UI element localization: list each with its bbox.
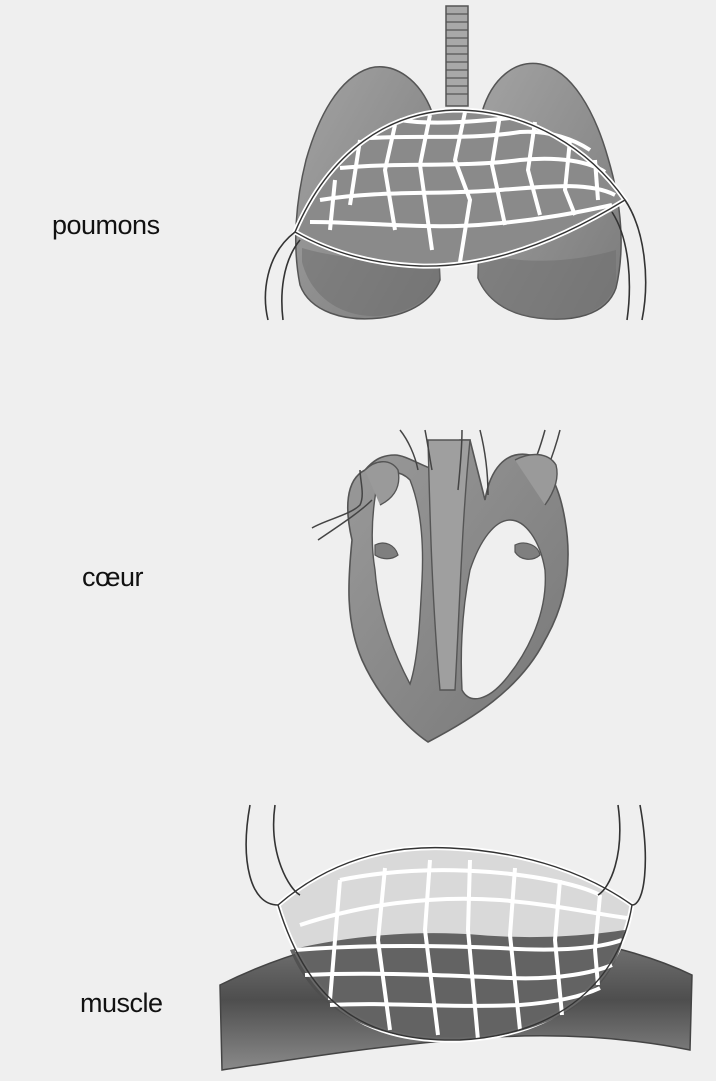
muscle-illustration — [220, 805, 692, 1070]
heart-illustration — [312, 430, 568, 742]
label-lungs: poumons — [52, 210, 160, 241]
trachea — [446, 6, 468, 106]
muscle-vessel-right — [632, 805, 645, 905]
lung-vessel-left — [265, 232, 295, 320]
lungs-illustration — [265, 6, 645, 320]
label-muscle: muscle — [80, 988, 163, 1019]
label-heart: cœur — [82, 562, 143, 593]
